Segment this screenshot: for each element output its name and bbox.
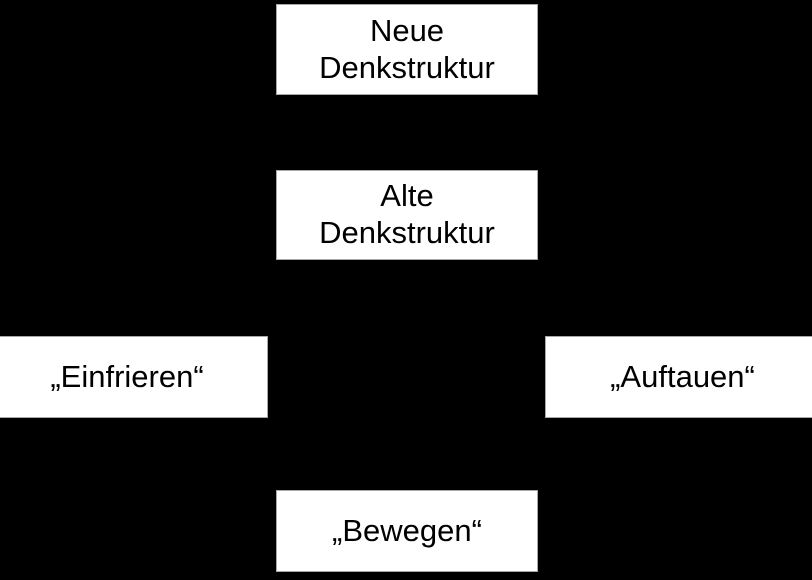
node-bewegen[interactable]: „Bewegen“ (276, 490, 538, 572)
node-auftauen[interactable]: „Auftauen“ (545, 336, 812, 418)
node-alte-denkstruktur[interactable]: Alte Denkstruktur (276, 170, 538, 260)
node-neue-denkstruktur[interactable]: Neue Denkstruktur (276, 4, 538, 95)
node-einfrieren[interactable]: „Einfrieren“ (0, 336, 268, 418)
